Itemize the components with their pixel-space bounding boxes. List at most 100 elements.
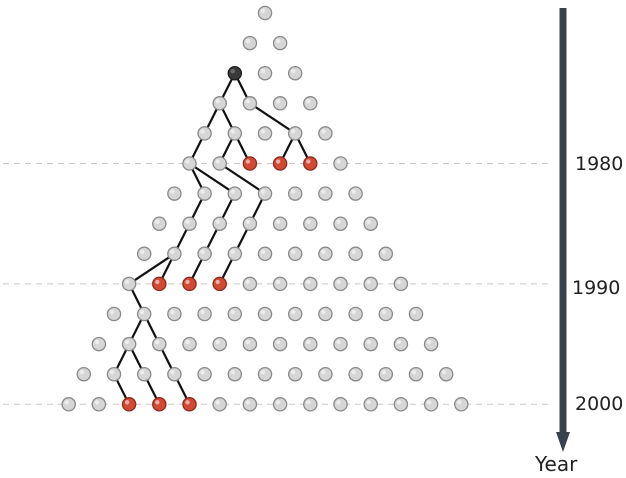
node-highlight	[260, 69, 266, 74]
individual-node	[242, 397, 258, 412]
individual-node	[227, 246, 243, 262]
node-highlight	[306, 400, 311, 405]
individual-node	[136, 246, 152, 262]
individual-node	[227, 306, 243, 322]
node-highlight	[260, 129, 266, 134]
individual-node	[333, 156, 348, 171]
node-highlight	[396, 279, 402, 285]
node-highlight	[185, 339, 190, 345]
node-highlight	[185, 400, 190, 405]
node-highlight	[260, 249, 266, 254]
individual-node	[197, 246, 212, 262]
individual-node	[408, 366, 424, 382]
individual-node	[348, 366, 363, 382]
node-highlight	[155, 339, 160, 345]
node-highlight	[260, 370, 266, 375]
node-highlight	[245, 339, 251, 345]
node-highlight	[366, 279, 371, 285]
individual-node	[408, 306, 424, 322]
individual-node	[272, 96, 288, 111]
node-highlight	[94, 400, 100, 405]
individual-node	[136, 306, 152, 322]
individual-node	[333, 276, 348, 292]
node-highlight	[170, 309, 175, 315]
node-highlight	[185, 159, 190, 164]
individual-node	[438, 366, 454, 382]
lineage-edge	[128, 252, 176, 285]
individual-node	[257, 65, 273, 81]
sampled-node	[182, 276, 197, 292]
node-highlight	[245, 279, 251, 285]
node-highlight	[140, 370, 145, 375]
node-highlight	[215, 279, 220, 285]
individual-node	[272, 35, 288, 51]
individual-node	[272, 276, 288, 292]
node-highlight	[230, 309, 235, 315]
individual-node	[303, 276, 318, 292]
node-highlight	[336, 279, 341, 285]
year-label-1980: 1980	[575, 153, 623, 175]
node-highlight	[411, 370, 417, 375]
individual-node	[121, 276, 137, 292]
node-highlight	[109, 309, 115, 315]
individual-node	[393, 397, 409, 412]
node-highlight	[306, 159, 311, 164]
individual-node	[333, 336, 348, 352]
individual-node	[303, 397, 318, 412]
node-highlight	[155, 400, 160, 405]
node-highlight	[366, 219, 371, 224]
individual-node	[272, 397, 288, 412]
node-highlight	[291, 309, 296, 315]
node-highlight	[215, 219, 220, 224]
node-highlight	[426, 400, 432, 405]
node-highlight	[124, 400, 130, 405]
node-highlight	[155, 219, 160, 224]
node-highlight	[275, 400, 281, 405]
node-highlight	[366, 400, 371, 405]
individual-node	[378, 246, 394, 262]
node-highlight	[351, 189, 356, 194]
individual-node	[333, 216, 348, 231]
individual-node	[257, 366, 273, 382]
individual-node	[333, 397, 348, 412]
node-highlight	[200, 309, 205, 315]
individual-node	[287, 246, 303, 262]
node-highlight	[215, 339, 220, 345]
node-highlight	[321, 249, 326, 254]
node-highlight	[215, 99, 220, 104]
individual-node	[61, 397, 76, 412]
node-highlight	[366, 339, 371, 345]
individual-node	[242, 96, 258, 111]
time-arrow-head-icon	[556, 432, 570, 452]
node-highlight	[351, 249, 356, 254]
node-highlight	[245, 38, 251, 44]
individual-node	[227, 366, 243, 382]
individual-node	[227, 126, 243, 141]
lineage-edge	[218, 162, 267, 195]
individual-node	[257, 126, 273, 141]
node-highlight	[291, 189, 296, 194]
node-highlight	[140, 249, 145, 254]
node-highlight	[245, 159, 251, 164]
individual-node	[287, 126, 303, 141]
node-highlight	[200, 370, 205, 375]
individual-node	[167, 306, 182, 322]
node-highlight	[170, 249, 175, 254]
node-highlight	[411, 309, 417, 315]
node-highlight	[442, 370, 447, 375]
node-highlight	[275, 339, 281, 345]
node-highlight	[306, 279, 311, 285]
sampled-node	[121, 397, 137, 412]
node-highlight	[291, 69, 296, 74]
node-highlight	[351, 370, 356, 375]
individual-node	[212, 216, 227, 231]
node-highlight	[215, 400, 220, 405]
individual-node	[423, 336, 439, 352]
individual-node	[287, 65, 303, 81]
node-highlight	[336, 400, 341, 405]
node-highlight	[291, 129, 296, 134]
individual-node	[106, 366, 122, 382]
node-highlight	[200, 129, 205, 134]
node-highlight	[306, 99, 311, 104]
node-highlight	[306, 339, 311, 345]
